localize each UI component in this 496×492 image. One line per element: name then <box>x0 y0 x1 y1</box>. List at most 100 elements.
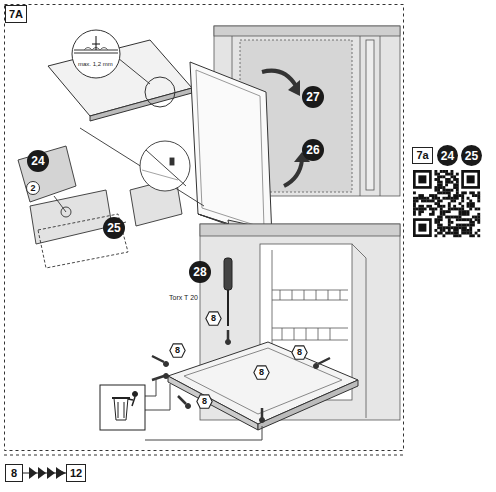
qr-code <box>445 197 448 200</box>
qr-code <box>459 226 462 229</box>
qr-code <box>477 234 480 237</box>
quantity-hex: 8 <box>196 394 213 409</box>
plinth-assembly <box>140 141 190 191</box>
qr-code <box>464 229 467 232</box>
dishwasher-door-front <box>196 70 264 228</box>
qr-code <box>434 197 437 200</box>
qr-code <box>456 173 459 176</box>
qr-code <box>459 234 462 237</box>
qr-code <box>434 170 437 173</box>
qr-code <box>453 232 456 235</box>
qr-code <box>469 232 472 235</box>
qr-code <box>437 181 440 184</box>
qr-code <box>453 186 456 189</box>
qr-code <box>442 175 445 178</box>
qr-code <box>467 205 470 208</box>
qr-code <box>437 221 440 224</box>
qr-code <box>437 186 440 189</box>
qr-code <box>448 229 451 232</box>
qr-code <box>413 199 416 202</box>
node-text: 8 <box>211 314 216 323</box>
plinth-assembly <box>170 158 174 165</box>
hex-outline <box>197 395 212 408</box>
screws-and-arrows <box>186 404 191 409</box>
node-text: 26 <box>306 144 319 156</box>
qr-code <box>413 208 416 211</box>
qr-code <box>472 191 475 194</box>
qr-code <box>477 208 480 211</box>
qr-code <box>469 224 472 227</box>
screws-and-arrows <box>164 374 169 379</box>
qr-code <box>456 197 459 200</box>
qr-code <box>442 191 445 194</box>
callout-number: 24 <box>27 150 49 172</box>
qr-code <box>442 186 445 189</box>
sequence-arrow <box>23 472 66 473</box>
separator <box>4 455 404 456</box>
qr-code <box>453 226 456 229</box>
figure-tag: 7a <box>412 147 433 164</box>
qr-code <box>448 218 451 221</box>
trash-icon <box>114 398 128 420</box>
trash-icon <box>112 397 130 399</box>
qr-code <box>448 189 451 192</box>
qr-code <box>477 229 480 232</box>
quantity-hex: 8 <box>205 311 222 326</box>
qr-code <box>461 208 464 211</box>
dashed-frame <box>5 5 404 451</box>
screws-and-arrows <box>152 330 330 418</box>
qr-code <box>442 197 445 200</box>
qr-code <box>472 221 475 224</box>
qr-code <box>445 232 448 235</box>
qr-code <box>451 197 454 200</box>
quantity-hex: 8 <box>291 345 308 360</box>
qr-code <box>475 218 478 221</box>
qr-code <box>472 216 475 219</box>
qr-code <box>459 210 462 213</box>
qr-code <box>437 183 440 186</box>
qr-code <box>445 216 448 219</box>
qr-code <box>453 216 456 219</box>
qr-code <box>469 202 472 205</box>
qr-code <box>432 197 435 200</box>
qr-code <box>413 218 432 237</box>
qr-code <box>445 178 448 181</box>
qr-code <box>453 199 456 202</box>
screws-and-arrows <box>314 364 319 369</box>
qr-code <box>416 199 419 202</box>
qr-code <box>451 173 454 176</box>
qr-code <box>453 229 456 232</box>
open-door <box>258 380 358 430</box>
qr-code <box>432 210 435 213</box>
node-text: 28 <box>193 266 206 278</box>
qr-code <box>456 234 459 237</box>
qr-code <box>456 229 459 232</box>
qr-code <box>461 197 464 200</box>
callout-number: 28 <box>189 261 211 283</box>
qr-code <box>432 208 435 211</box>
qr-code <box>467 232 470 235</box>
qr-code <box>477 194 480 197</box>
node-text: 8 <box>259 368 264 377</box>
node-text: 2 <box>30 184 35 193</box>
qr-code <box>437 202 440 205</box>
qr-code <box>477 197 480 200</box>
qr-code <box>442 234 445 237</box>
open-door <box>168 376 258 430</box>
qr-code <box>459 218 462 221</box>
door-edge-inset <box>48 30 192 121</box>
trash-icon <box>118 402 119 418</box>
screwdriver <box>227 290 229 326</box>
qr-code <box>445 210 448 213</box>
qr-code <box>437 189 440 192</box>
qr-code <box>467 197 470 200</box>
qr-code <box>475 232 478 235</box>
qr-code <box>469 199 472 202</box>
qr-code <box>416 173 429 186</box>
qr-code <box>442 229 445 232</box>
qr-code <box>448 205 451 208</box>
qr-code <box>453 205 456 208</box>
qr-code <box>445 173 448 176</box>
qr-code <box>426 197 429 200</box>
node-text: 7A <box>9 9 23 20</box>
